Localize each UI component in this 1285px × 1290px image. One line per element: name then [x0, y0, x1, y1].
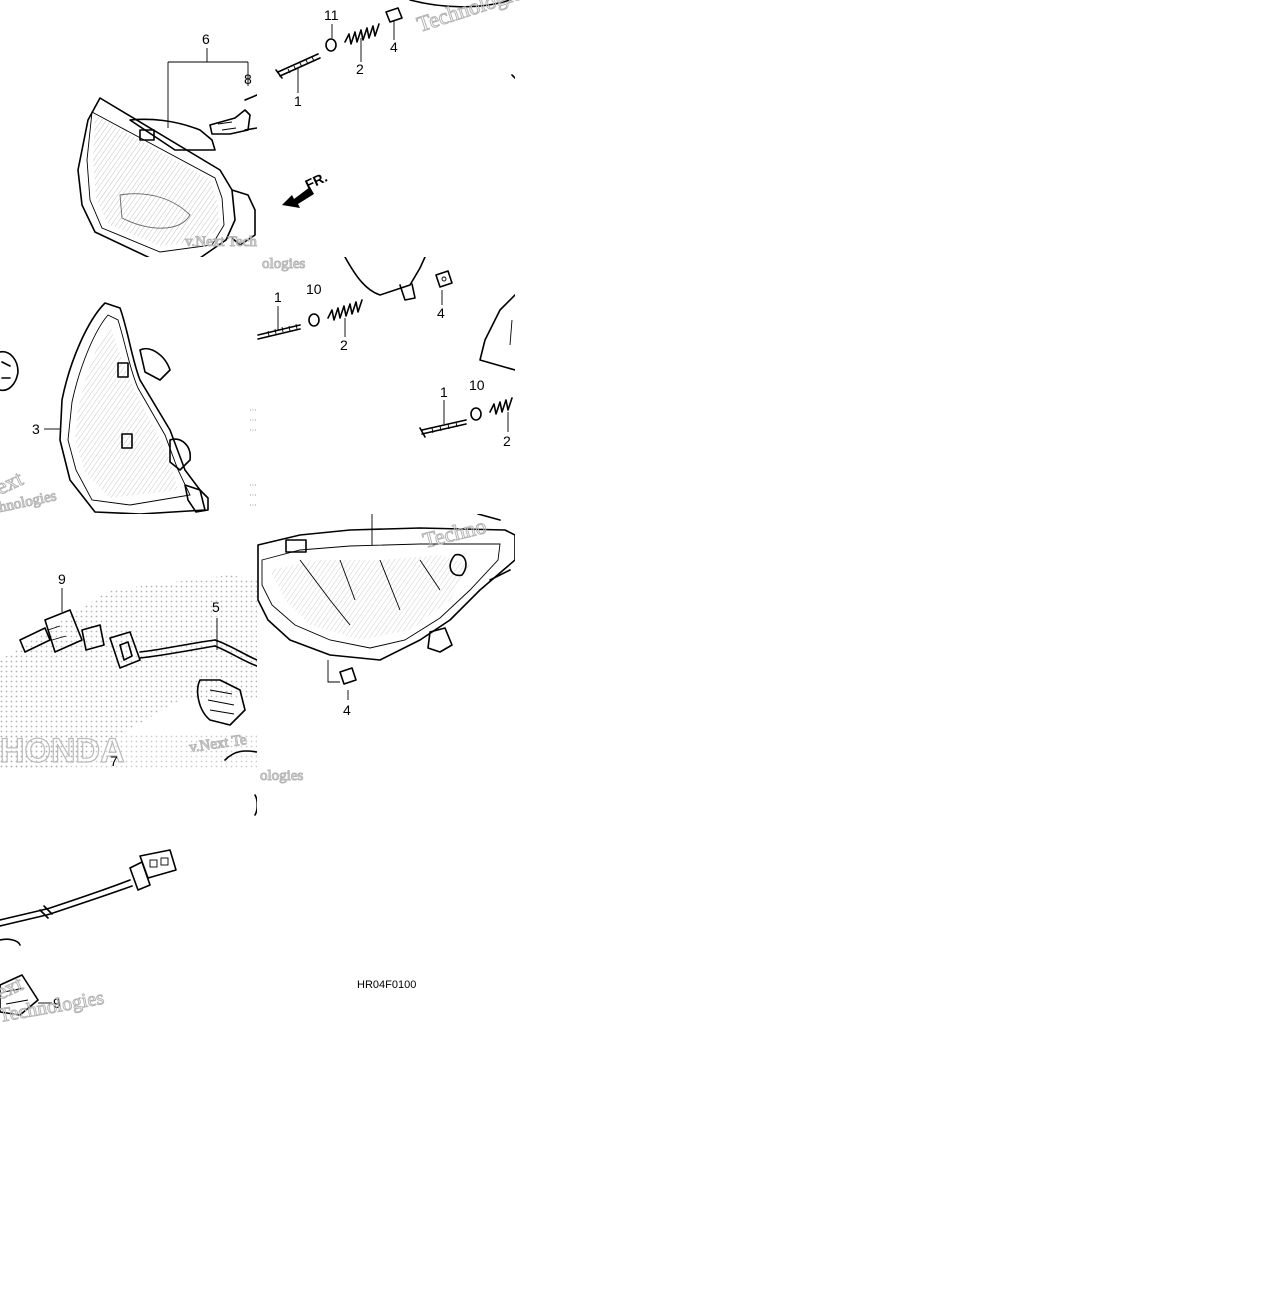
callout-4: 4 — [437, 305, 445, 321]
callout-10: 10 — [306, 281, 322, 297]
fastener-set-top — [275, 0, 515, 208]
callout-2: 2 — [356, 61, 364, 77]
callout-8: 8 — [244, 71, 252, 87]
callout-10: 10 — [469, 377, 485, 393]
callout-9: 9 — [58, 571, 66, 587]
callout-1: 1 — [440, 384, 448, 400]
callout-2: 2 — [340, 337, 348, 353]
callout-4: 4 — [343, 702, 351, 718]
watermark-text: Techno — [420, 513, 489, 553]
fastener-set-middle — [257, 257, 515, 438]
headlight-rear-view — [257, 514, 515, 700]
bulb-and-harness: HONDA — [0, 575, 257, 771]
callout-9: 9 — [53, 995, 61, 1011]
callout-7: 7 — [110, 753, 118, 769]
headlight-side-view — [0, 302, 256, 514]
wiring-harness-lower — [0, 794, 257, 1016]
callout-4: 4 — [390, 39, 398, 55]
callout-1: 1 — [274, 289, 282, 305]
callout-11: 11 — [324, 7, 339, 23]
callout-3: 3 — [32, 421, 40, 437]
diagram-code: HR04F0100 — [357, 979, 416, 991]
watermark-text: ologies — [260, 768, 303, 784]
callout-1: 1 — [294, 93, 302, 109]
watermark-text: Technologies — [414, 0, 533, 37]
callout-6: 6 — [202, 31, 210, 47]
callout-2: 2 — [503, 433, 511, 449]
headlight-front-view — [77, 48, 257, 257]
callout-5: 5 — [212, 599, 220, 615]
watermark-text: v.Next Tech — [185, 234, 257, 250]
brand-logo-text: HONDA — [0, 732, 125, 770]
direction-label: FR. — [303, 169, 330, 193]
watermark-text: ologies — [262, 256, 305, 272]
